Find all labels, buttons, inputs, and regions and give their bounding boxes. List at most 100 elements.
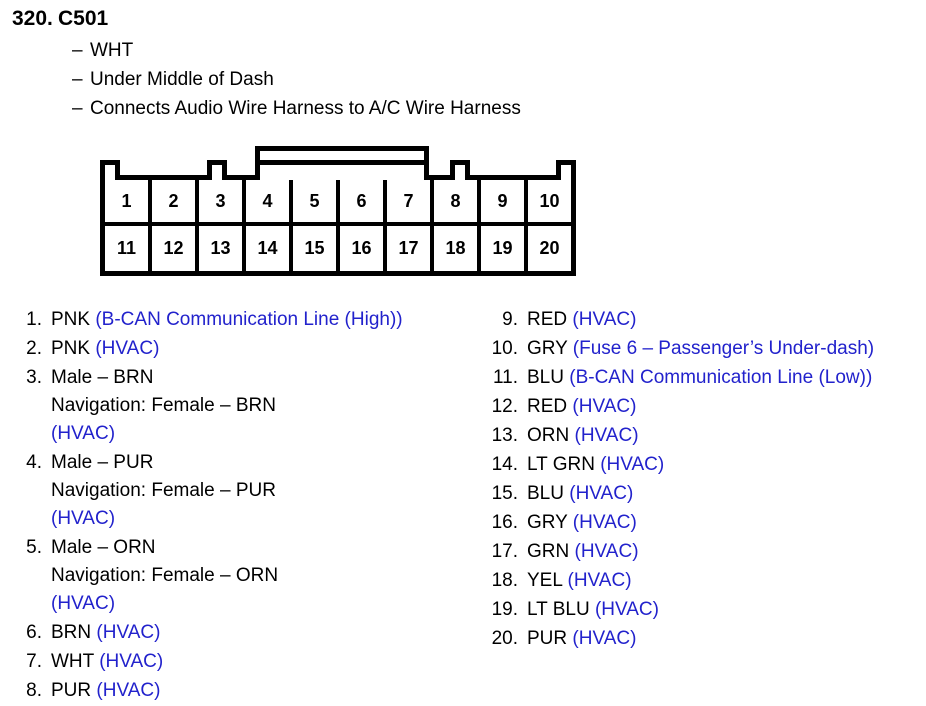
detail-text: Connects Audio Wire Harness to A/C Wire … [90,98,521,119]
pin-cell-7: 7 [387,180,434,222]
pin-number: 7. [26,651,42,672]
connector-tab-mid-right [450,160,470,175]
pin-list-left: 1.PNK (B-CAN Communication Line (High))2… [18,306,468,706]
tab-mask-latch [260,173,424,180]
pin-description: Male – ORN Navigation: Female – ORN (HVAC) [51,534,468,618]
pin-number: 12. [491,396,518,417]
wire-color-label: Navigation: Female – PUR [51,480,276,501]
pin-cell-2: 2 [152,180,199,222]
connector-detail-item: –Connects Audio Wire Harness to A/C Wire… [12,94,521,123]
wire-color-label: Navigation: Female – ORN [51,565,279,586]
pin-description-line: WHT (HVAC) [51,648,468,676]
pin-description-line: BLU (HVAC) [527,480,916,508]
pin-description: LT GRN (HVAC) [527,451,916,479]
pin-description-line: LT BLU (HVAC) [527,596,916,624]
circuit-note: (HVAC) [574,425,639,446]
circuit-note: (B-CAN Communication Line (Low)) [569,367,873,388]
pin-description-line: GRY (HVAC) [527,509,916,537]
pin-description-line: Male – ORN [51,534,468,562]
pin-description-line: PUR (HVAC) [527,625,916,653]
pin-cell-12: 12 [152,225,199,271]
pin-number: 6. [26,622,42,643]
circuit-note: (HVAC) [567,570,632,591]
pin-description: ORN (HVAC) [527,422,916,450]
pin-list-item: 16.GRY (HVAC) [486,509,916,537]
pin-number: 19. [491,599,518,620]
pin-cell-5: 5 [293,180,340,222]
pin-cell-1: 1 [105,180,152,222]
pin-cell-6: 6 [340,180,387,222]
pin-list-item: 12. RED (HVAC) [486,393,916,421]
tab-mask-right [561,173,571,180]
pin-list-item: 20.PUR (HVAC) [486,625,916,653]
pin-number: 5. [26,537,42,558]
pin-description-line: PNK (HVAC) [51,335,468,363]
pin-list-item: 15.BLU (HVAC) [486,480,916,508]
circuit-note: (HVAC) [99,651,164,672]
circuit-note: (HVAC) [96,622,161,643]
pin-description: YEL (HVAC) [527,567,916,595]
pin-description-line: (HVAC) [51,420,468,448]
wire-color-label: GRN [527,541,575,562]
pin-description-line: (HVAC) [51,590,468,618]
wire-color-label: RED [527,396,573,417]
wire-color-label: GRY [527,512,573,533]
pin-list-item: 6.BRN (HVAC) [18,619,468,647]
pin-list-item: 14.LT GRN (HVAC) [486,451,916,479]
pin-list-item: 7. WHT (HVAC) [18,648,468,676]
pin-description: LT BLU (HVAC) [527,596,916,624]
detail-dash: – [72,40,83,61]
pin-list-item: 13.ORN (HVAC) [486,422,916,450]
wire-color-label: BLU [527,483,570,504]
pin-description: PUR (HVAC) [527,625,916,653]
pin-description-line: Navigation: Female – PUR [51,477,468,505]
tab-mask-left [105,173,115,180]
pin-description-line: RED (HVAC) [527,393,916,421]
wire-color-label: WHT [51,651,100,672]
pin-description: BLU (HVAC) [527,480,916,508]
pin-description-line: Male – PUR [51,449,468,477]
pin-description-line: BLU (B-CAN Communication Line (Low)) [527,364,916,392]
wire-color-label: RED [527,309,573,330]
wire-color-label: ORN [527,425,575,446]
pin-cell-16: 16 [340,225,387,271]
pin-description-line: Navigation: Female – ORN [51,562,468,590]
pin-cell-20: 20 [539,238,560,259]
pin-list-item: 10.GRY (Fuse 6 – Passenger’s Under-dash) [486,335,916,363]
circuit-note: (HVAC) [600,454,665,475]
wire-color-label: PUR [527,628,573,649]
pin-cell-17: 17 [387,225,434,271]
detail-dash: – [72,98,83,119]
pin-description: PNK (B-CAN Communication Line (High)) [51,306,468,334]
circuit-note: (HVAC) [51,593,116,614]
circuit-note: (HVAC) [572,396,637,417]
pin-number: 11. [492,367,518,388]
pin-cell-10: 10 [539,190,560,211]
pin-number: 18. [491,570,518,591]
pin-description-line: LT GRN (HVAC) [527,451,916,479]
pin-cell-18: 18 [434,225,481,271]
wire-color-label: Navigation: Female – BRN [51,395,276,416]
connector-detail-list: –WHT–Under Middle of Dash–Connects Audio… [12,36,521,123]
pin-description-line: PUR (HVAC) [51,677,468,705]
wire-color-label: PNK [51,309,96,330]
circuit-note: (HVAC) [572,512,637,533]
pin-number: 9. [502,309,518,330]
pin-list-item: 17.GRN (HVAC) [486,538,916,566]
circuit-note: (HVAC) [574,541,639,562]
wire-color-label: Male – BRN [51,367,154,388]
pin-list-item: 2.PNK (HVAC) [18,335,468,363]
pin-description-line: (HVAC) [51,505,468,533]
pin-cell-14: 14 [246,225,293,271]
pin-cell-19: 19 [481,225,528,271]
wire-color-label: YEL [527,570,568,591]
pin-description: GRY (Fuse 6 – Passenger’s Under-dash) [527,335,916,363]
pin-description: BLU (B-CAN Communication Line (Low)) [527,364,916,392]
tab-mask-mid-left [212,173,222,180]
wire-color-label: PNK [51,338,96,359]
circuit-note: (B-CAN Communication Line (High)) [95,309,403,330]
